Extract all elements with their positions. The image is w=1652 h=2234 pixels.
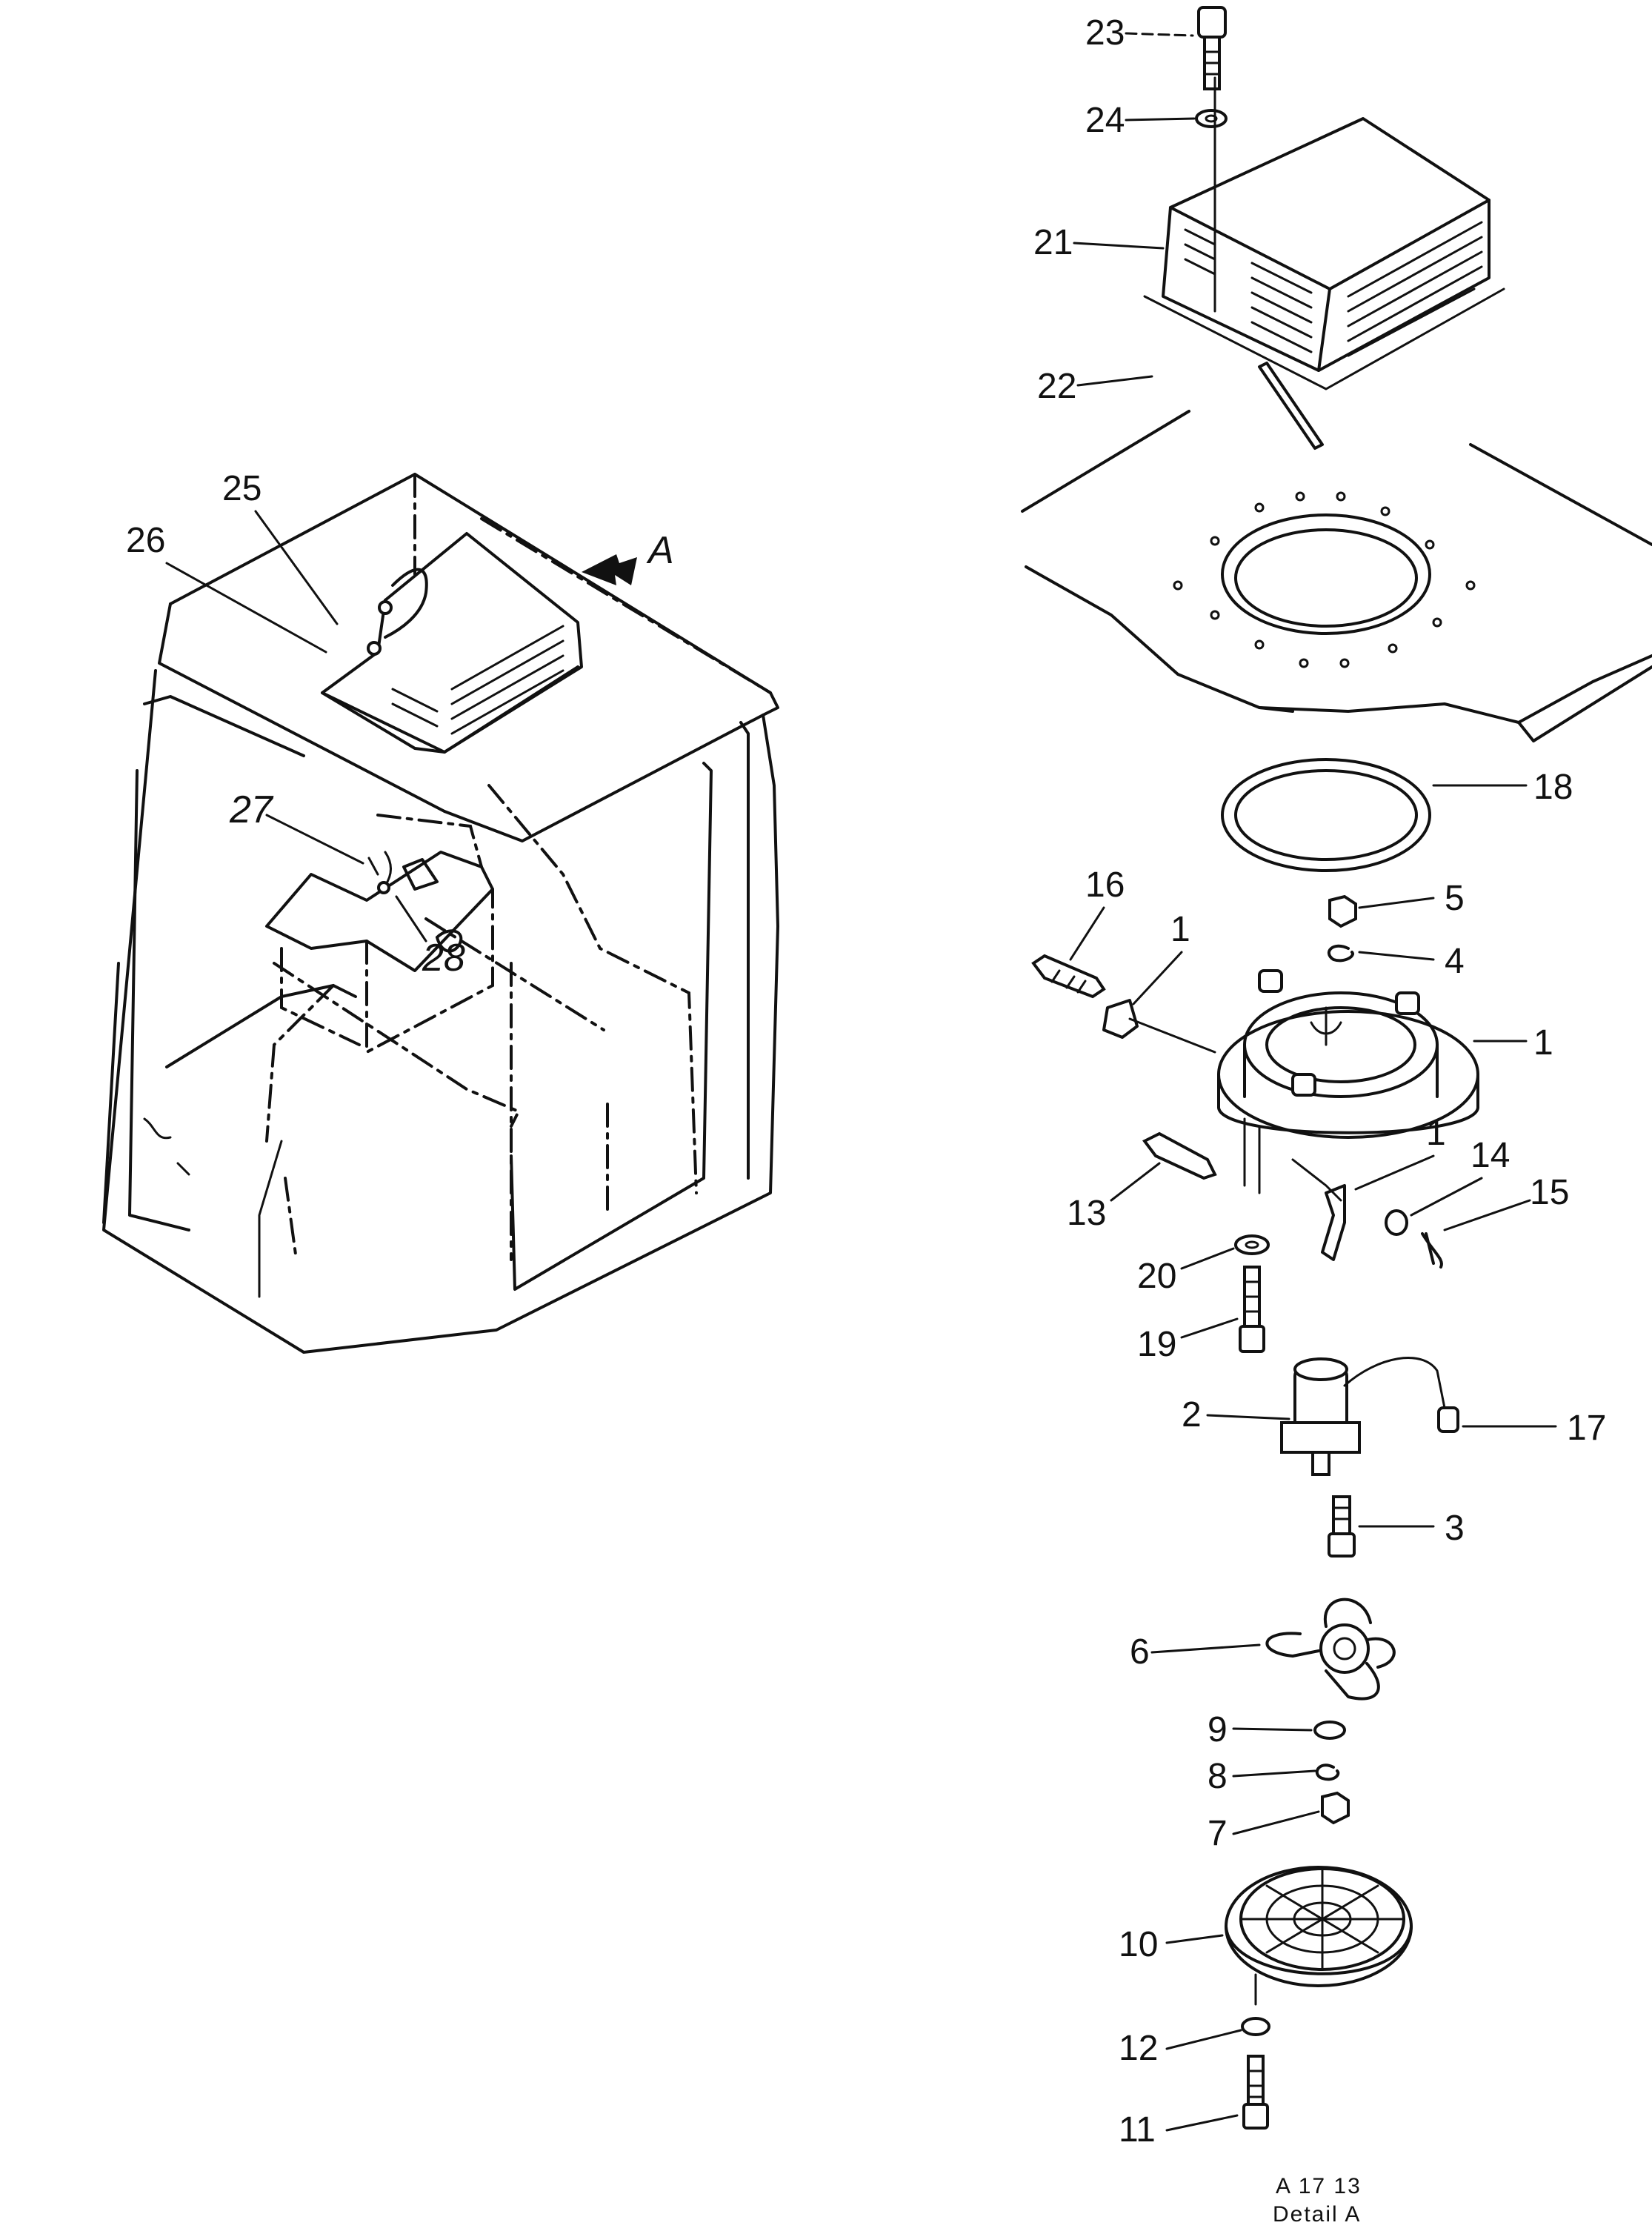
label-12: 12	[1119, 2029, 1158, 2068]
label-19: 19	[1137, 1325, 1176, 1364]
label-28: 28	[422, 937, 465, 980]
label-1-right: 1	[1533, 1023, 1553, 1063]
label-2: 2	[1182, 1395, 1202, 1435]
view-arrow	[582, 554, 637, 585]
cab-labels: 25 26 A 27 28	[126, 469, 674, 980]
label-8: 8	[1208, 1757, 1228, 1796]
label-13: 13	[1067, 1194, 1106, 1233]
label-20: 20	[1137, 1257, 1176, 1296]
label-4: 4	[1445, 942, 1465, 981]
label-26: 26	[126, 521, 165, 560]
label-14: 14	[1471, 1136, 1510, 1175]
label-24: 24	[1085, 101, 1125, 140]
label-15: 15	[1530, 1173, 1569, 1212]
label-6: 6	[1130, 1632, 1150, 1672]
caption-code: A 17 13	[1276, 2174, 1362, 2198]
label-1-sensor: 1	[1426, 1114, 1446, 1153]
detail-labels: 23 24 21 22 18 5 4 1 16 1 13 1 14 15 20 …	[1033, 13, 1606, 2150]
label-1-bracket: 1	[1170, 910, 1190, 949]
label-22: 22	[1037, 367, 1076, 406]
label-5: 5	[1445, 879, 1465, 918]
label-9: 9	[1208, 1710, 1228, 1749]
label-7: 7	[1208, 1814, 1228, 1853]
detail-caption: A 17 13 Detail A	[1273, 2174, 1362, 2227]
cab-overview	[102, 473, 779, 1354]
label-16: 16	[1085, 865, 1125, 905]
roof-holes	[1173, 491, 1476, 668]
label-25: 25	[222, 469, 262, 508]
caption-title: Detail A	[1273, 2202, 1361, 2227]
label-27: 27	[229, 788, 274, 831]
detail-a	[1021, 6, 1652, 2130]
label-21: 21	[1033, 223, 1073, 262]
label-17: 17	[1567, 1409, 1606, 1448]
label-18: 18	[1533, 768, 1573, 807]
label-10: 10	[1119, 1925, 1158, 1964]
label-23: 23	[1085, 13, 1125, 53]
label-3: 3	[1445, 1509, 1465, 1548]
label-11: 11	[1119, 2110, 1156, 2150]
label-view-marker: A	[646, 529, 674, 572]
